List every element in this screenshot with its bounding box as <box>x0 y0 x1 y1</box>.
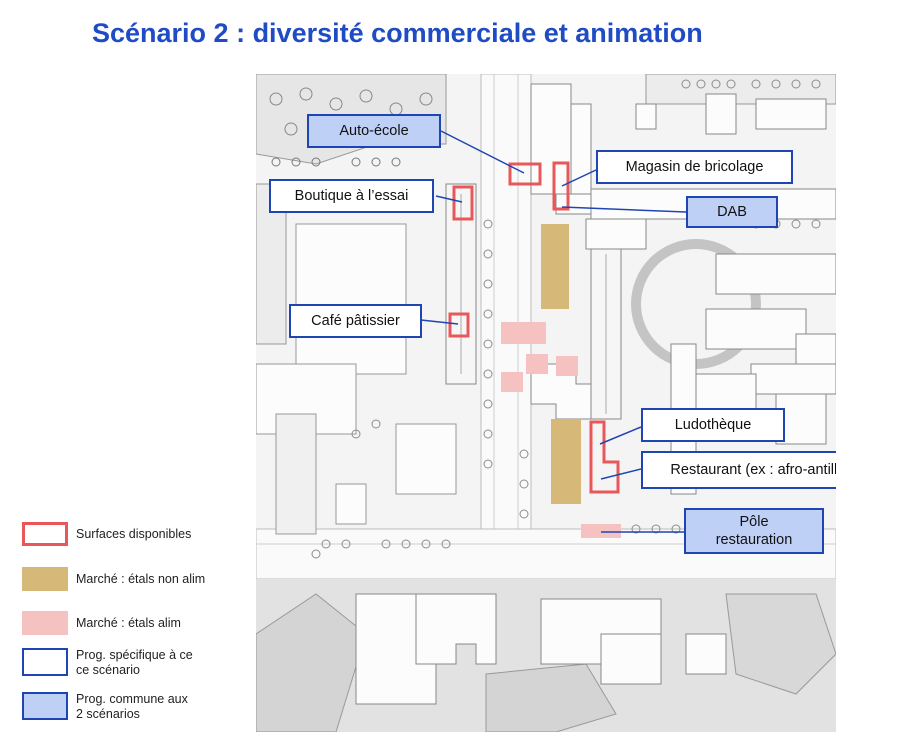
legend-text-specific: Prog. spécifique à ce ce scénario <box>76 648 193 678</box>
label-cafe-patissier: Café pâtissier <box>289 304 422 338</box>
legend-swatch-non-alim <box>22 567 68 591</box>
label-ludotheque: Ludothèque <box>641 408 785 442</box>
label-pole-line1: Pôle <box>739 514 769 530</box>
label-dab: DAB <box>686 196 778 228</box>
label-pole-line2: restauration <box>715 532 793 548</box>
legend-text-specific-line1: Prog. spécifique à ce <box>76 648 193 662</box>
label-magasin-bricolage: Magasin de bricolage <box>596 150 793 184</box>
label-pole-restauration: Pôle restauration <box>684 508 824 554</box>
legend-text-alim: Marché : étals alim <box>76 616 181 630</box>
label-boutique-essai: Boutique à l’essai <box>269 179 434 213</box>
label-restaurant: Restaurant (ex : afro-antillais) <box>641 451 836 489</box>
legend-swatch-alim <box>22 611 68 635</box>
legend-text-surfaces: Surfaces disponibles <box>76 527 192 541</box>
page-title: Scénario 2 : diversité commerciale et an… <box>92 18 703 48</box>
legend-text-non-alim: Marché : étals non alim <box>76 572 206 586</box>
legend-text-common-line2: 2 scénarios <box>76 707 140 721</box>
legend-swatch-specific <box>22 648 68 676</box>
legend-text-common: Prog. commune aux 2 scénarios <box>76 692 188 722</box>
legend-text-specific-line2: ce scénario <box>76 663 140 677</box>
legend-swatch-surfaces <box>22 522 68 546</box>
site-map: Auto-école Magasin de bricolage Boutique… <box>256 74 836 732</box>
legend-text-common-line1: Prog. commune aux <box>76 692 188 706</box>
label-auto-ecole: Auto-école <box>307 114 441 148</box>
legend-swatch-common <box>22 692 68 720</box>
